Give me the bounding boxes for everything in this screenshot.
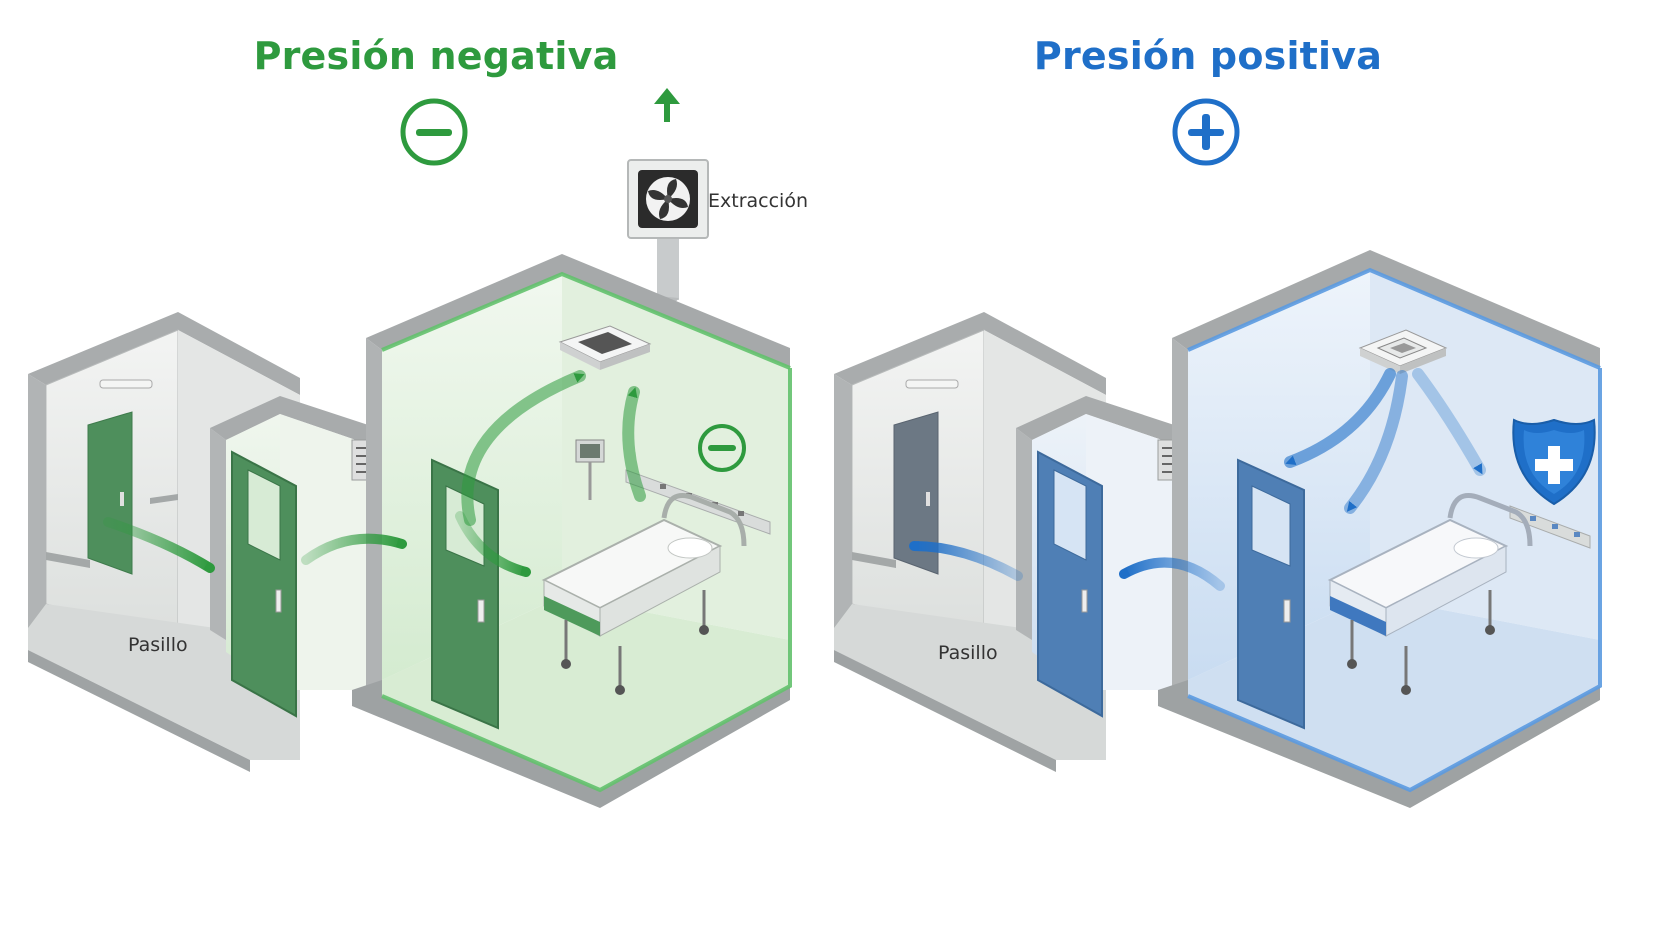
hallway-label-positive: Pasillo — [938, 642, 998, 664]
medical-shield-icon — [1512, 418, 1596, 506]
hospital-bed-icon — [541, 493, 747, 695]
negative-pressure-scene — [28, 88, 792, 808]
positive-pressure-title: Presión positiva — [1033, 34, 1383, 78]
room-minus-icon — [698, 424, 746, 472]
fan-icon — [646, 177, 690, 221]
positive-pressure-scene — [834, 98, 1602, 808]
hallway-label-negative: Pasillo — [128, 634, 188, 656]
ceiling-vent-icon — [1358, 329, 1448, 374]
plus-circle-icon — [1172, 98, 1240, 166]
negative-pressure-title: Presión negativa — [253, 34, 619, 78]
negative-airflow-arrows — [103, 370, 646, 577]
exhaust-label: Extracción — [708, 190, 808, 212]
up-arrow-icon — [654, 88, 680, 122]
hospital-bed-icon-positive — [1327, 493, 1533, 695]
minus-circle-icon — [400, 98, 468, 166]
positive-airflow-arrows — [909, 368, 1486, 591]
